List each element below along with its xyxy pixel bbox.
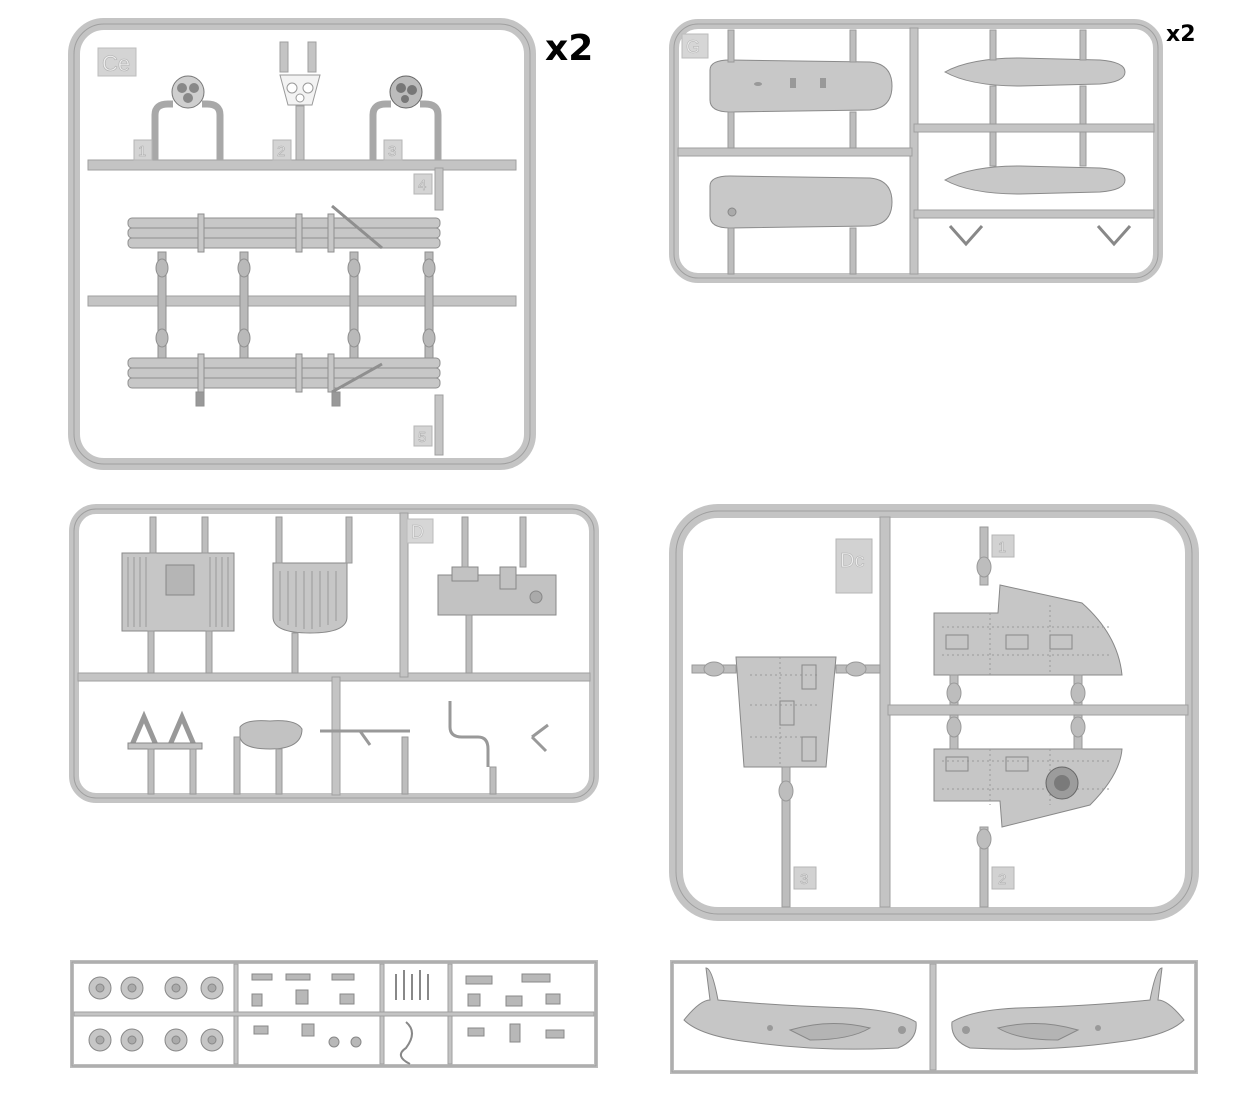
part-label-5: 5 bbox=[418, 429, 426, 446]
sprue-d-upper-letter: Dc bbox=[840, 550, 864, 572]
part-label-d2: 2 bbox=[998, 871, 1006, 888]
sprue-d-upper: Dc bbox=[669, 504, 1199, 921]
sprue-g-quantity: x2 bbox=[1166, 22, 1196, 47]
part-label-3: 3 bbox=[388, 143, 396, 160]
drop-tank-large bbox=[709, 59, 893, 229]
fuselage-left-half bbox=[683, 967, 917, 1050]
sprue-d-lower: D bbox=[69, 504, 599, 803]
part-label-4: 4 bbox=[418, 177, 426, 194]
part-5 bbox=[127, 353, 441, 407]
part-label-1: 1 bbox=[138, 143, 146, 160]
cockpit-floor bbox=[121, 552, 235, 632]
sprue-c-letter: Ce bbox=[102, 51, 130, 76]
wing-panel-center bbox=[735, 656, 837, 768]
wheels bbox=[88, 976, 224, 1052]
part-1 bbox=[151, 100, 224, 160]
sprue-d-lower-letter: D bbox=[411, 522, 424, 542]
wing-panel-upper bbox=[933, 584, 1123, 676]
sprue-g: G bbox=[669, 19, 1163, 283]
sprue-g-letter: G bbox=[686, 37, 700, 57]
part-4 bbox=[127, 204, 441, 253]
part-label-d1: 1 bbox=[998, 539, 1006, 556]
wing-panel-lower bbox=[933, 748, 1123, 828]
part-3 bbox=[369, 100, 442, 160]
cockpit-bulkhead bbox=[272, 562, 348, 634]
part-label-2: 2 bbox=[277, 143, 285, 160]
drop-tank-small bbox=[943, 57, 1132, 247]
sprue-c: Ce 1 2 3 4 5 bbox=[68, 18, 536, 470]
part-2 bbox=[279, 74, 321, 161]
part-label-d3: 3 bbox=[800, 871, 808, 888]
small-parts-row bbox=[127, 701, 549, 767]
small-detail-parts bbox=[251, 970, 565, 1065]
sprue-c-quantity: x2 bbox=[545, 28, 594, 69]
instrument-assembly bbox=[437, 566, 557, 616]
sprue-small-parts bbox=[70, 960, 598, 1068]
sprue-fuselage bbox=[670, 960, 1198, 1074]
fuselage-right-half bbox=[951, 967, 1185, 1050]
